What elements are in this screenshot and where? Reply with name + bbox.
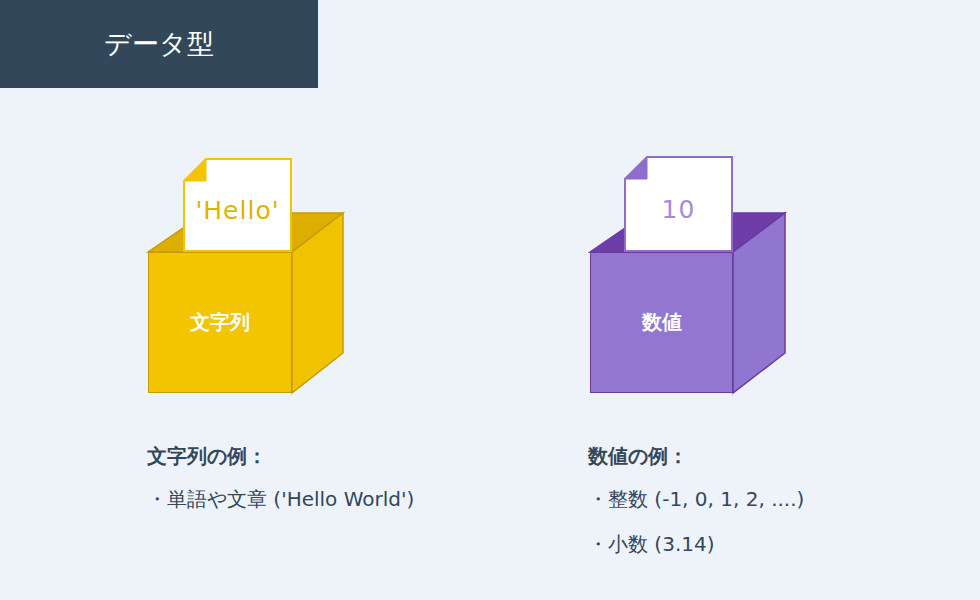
cube-front-face: 数値	[590, 252, 733, 393]
type-label: 数値	[642, 309, 682, 336]
title-band: データ型	[0, 0, 318, 88]
example-heading: 数値の例：	[588, 443, 688, 470]
value-text: 'Hello'	[195, 196, 279, 225]
example-item: ・単語や文章 ('Hello World')	[147, 486, 414, 513]
example-item: ・小数 (3.14)	[588, 531, 715, 558]
cube-side-face	[733, 213, 785, 393]
title: データ型	[104, 26, 214, 62]
example-item: ・整数 (-1, 0, 1, 2, ....)	[588, 486, 804, 513]
value-text: 10	[662, 195, 696, 224]
type-label: 文字列	[190, 309, 250, 336]
paper-card: 10	[624, 156, 733, 252]
example-heading: 文字列の例：	[147, 443, 267, 470]
paper-card: 'Hello'	[183, 158, 292, 252]
cube-side-face	[292, 213, 343, 393]
cube-front-face: 文字列	[148, 252, 292, 393]
